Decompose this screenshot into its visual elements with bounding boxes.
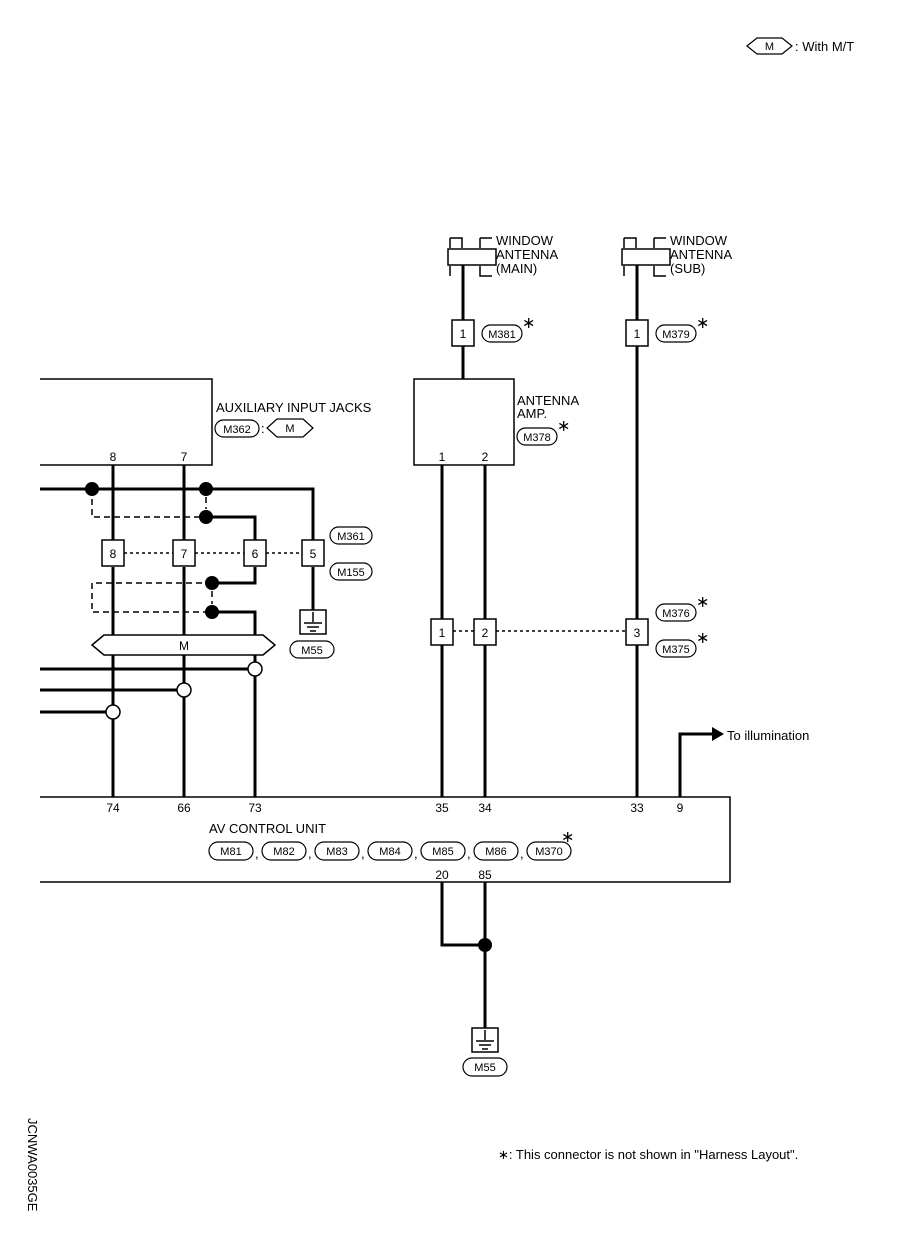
av-pin-73: 73	[248, 801, 262, 815]
aux-jacks-pin-8: 8	[110, 450, 117, 464]
av-pin-85: 85	[478, 868, 492, 882]
window-antenna-main-pin: 1	[460, 327, 467, 341]
antenna-amp-label-1: ANTENNA	[517, 393, 579, 408]
av-pin-20: 20	[435, 868, 449, 882]
av-pin-9: 9	[677, 801, 684, 815]
antenna-amp-pin-2: 2	[482, 450, 489, 464]
antenna-amp-pin-1: 1	[439, 450, 446, 464]
av-connector-m370-star: ∗	[561, 829, 574, 846]
av-ground: M55	[440, 882, 508, 1077]
illumination-lead: To illumination	[678, 727, 809, 797]
joint-connector-bottom: M155	[337, 567, 365, 579]
av-control-unit-label: AV CONTROL UNIT	[209, 821, 326, 836]
window-antenna-main-label-3: (MAIN)	[496, 261, 537, 276]
mt-hex-symbol	[746, 37, 793, 55]
av-ground-connector: M55	[474, 1062, 495, 1074]
aux-jacks-pin-7: 7	[181, 450, 188, 464]
av-connector-m81: M81	[220, 846, 241, 858]
av-pin-66: 66	[177, 801, 191, 815]
svg-text:,: ,	[467, 846, 471, 861]
window-antenna-sub-pin: 1	[634, 327, 641, 341]
window-antenna-main-label-2: ANTENNA	[496, 247, 558, 262]
window-antenna-main-star: ∗	[522, 315, 535, 332]
inline-pin-1: 1	[439, 626, 446, 640]
aux-jacks-variant: M	[285, 423, 294, 435]
joint-pin-6: 6	[252, 547, 259, 561]
joint-connector: 8 7 6 5 M361 M155 M55	[101, 526, 373, 659]
antenna-amp-label-2: AMP.	[517, 406, 547, 421]
legend-mt: M : With M/T	[746, 37, 854, 55]
svg-text:,: ,	[308, 846, 312, 861]
av-connector-m86: M86	[485, 846, 506, 858]
window-antenna-sub-star: ∗	[696, 315, 709, 332]
aux-jacks-connector: M362	[223, 424, 251, 436]
window-antenna-main-label-1: WINDOW	[496, 233, 554, 248]
antenna-amp-star: ∗	[557, 418, 570, 435]
joint-pin-7: 7	[181, 547, 188, 561]
svg-text:,: ,	[255, 846, 259, 861]
joint-connector-top: M361	[337, 531, 365, 543]
av-pin-74: 74	[106, 801, 120, 815]
av-connector-m85: M85	[432, 846, 453, 858]
illumination-label: To illumination	[727, 728, 809, 743]
joint-pin-8: 8	[110, 547, 117, 561]
inline-pin-2: 2	[482, 626, 489, 640]
antenna-amp: ANTENNA AMP. M378 ∗ 1 2	[413, 378, 579, 466]
aux-jacks-colon: :	[261, 421, 265, 436]
av-pin-34: 34	[478, 801, 492, 815]
mt-hex-letter: M	[765, 41, 774, 53]
av-connector-m370: M370	[535, 846, 563, 858]
av-control-unit: 74 66 73 35 34 33 9 AV CONTROL UNIT M81 …	[40, 796, 731, 883]
aux-input-jacks: AUXILIARY INPUT JACKS M362 : M 8 7	[40, 378, 372, 466]
diagram-code: JCNWA0035GE	[25, 1118, 40, 1212]
window-antenna-sub-label-2: ANTENNA	[670, 247, 732, 262]
joint-pin-5: 5	[310, 547, 317, 561]
window-antenna-main-connector: M381	[488, 329, 516, 341]
av-pin-33: 33	[630, 801, 644, 815]
inline-connector-bottom-star: ∗	[696, 630, 709, 647]
joint-ground-connector: M55	[301, 645, 322, 657]
av-connector-m82: M82	[273, 846, 294, 858]
mt-legend-text: : With M/T	[795, 39, 854, 54]
window-antenna-main: WINDOW ANTENNA (MAIN) 1 M381 ∗	[447, 233, 558, 379]
window-antenna-sub-label-3: (SUB)	[670, 261, 705, 276]
inline-connector-top: M376	[662, 608, 690, 620]
footnote: ∗: This connector is not shown in "Harne…	[498, 1147, 798, 1162]
inline-connector-top-star: ∗	[696, 594, 709, 611]
av-connector-m83: M83	[326, 846, 347, 858]
antenna-amp-connector: M378	[523, 432, 551, 444]
window-antenna-sub: WINDOW ANTENNA (SUB) 1 M379 ∗	[621, 233, 732, 347]
antenna-wiring: 1 2 3 M376 ∗ M375 ∗	[430, 346, 709, 797]
window-antenna-sub-connector: M379	[662, 329, 690, 341]
inline-pin-3: 3	[634, 626, 641, 640]
inline-connector-bottom: M375	[662, 644, 690, 656]
svg-text:,: ,	[361, 846, 365, 861]
svg-text:,: ,	[520, 846, 524, 861]
window-antenna-sub-label-1: WINDOW	[670, 233, 728, 248]
left-wiring	[40, 465, 315, 797]
aux-jacks-label: AUXILIARY INPUT JACKS	[216, 400, 372, 415]
svg-text:,: ,	[414, 846, 418, 861]
shield-bar-label: M	[179, 639, 189, 653]
av-connector-m84: M84	[379, 846, 400, 858]
illumination-arrow-icon	[712, 727, 724, 741]
aux-jacks-variant-hex	[266, 418, 314, 438]
av-pin-35: 35	[435, 801, 449, 815]
shield-bar: M	[90, 634, 277, 656]
